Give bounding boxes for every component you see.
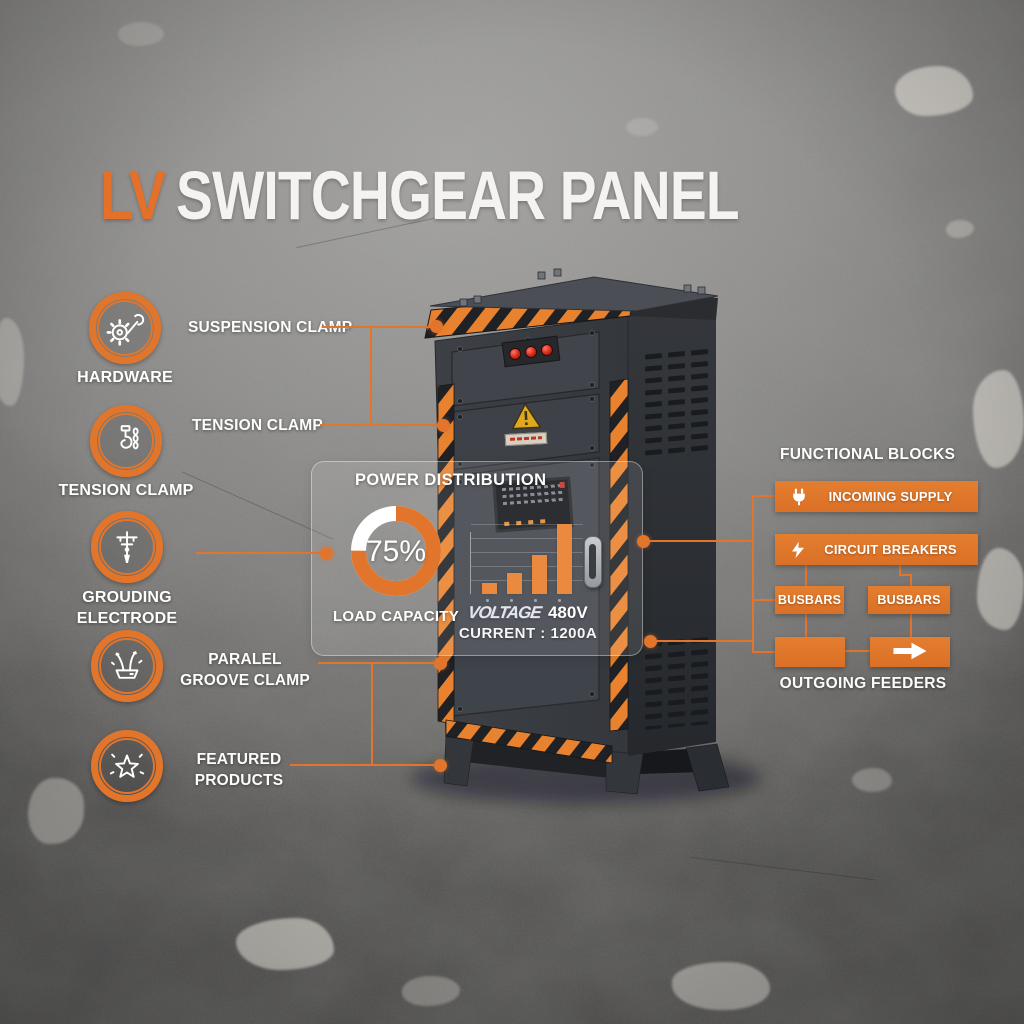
connector-line	[371, 662, 373, 766]
load-percent-value: 75%	[365, 535, 427, 568]
concrete-stain	[672, 962, 770, 1010]
connector-dot	[637, 535, 650, 548]
red-indicator-lamp	[508, 346, 522, 361]
title-highlight: LV	[100, 157, 166, 234]
star-icon	[109, 753, 145, 778]
feature-caption-tension-clamp: TENSION CLAMP	[58, 482, 194, 499]
connector-line	[845, 650, 870, 652]
connector-dot	[430, 320, 443, 333]
block-label: BUSBARS	[777, 593, 842, 607]
groove-clamp-feature-icon	[91, 630, 163, 702]
concrete-stain	[236, 918, 334, 970]
block-label: INCOMING SUPPLY	[828, 489, 953, 504]
hardware-feature-icon	[89, 292, 161, 364]
callout-featured-products: FEATURED PRODUCTS	[194, 751, 284, 789]
concrete-stain	[402, 976, 460, 1006]
red-indicator-lamp	[524, 344, 538, 359]
block-circuit-breakers: CIRCUIT BREAKERS	[775, 534, 978, 565]
connector-dot	[644, 635, 657, 648]
plug-icon	[789, 487, 809, 507]
block-label: CIRCUIT BREAKERS	[824, 542, 957, 557]
block-busbars-right: BUSBARS	[868, 586, 950, 614]
gear-wrench-icon	[106, 313, 145, 346]
parallel-groove-clamp-icon	[110, 651, 143, 679]
warning-triangle-icon	[510, 402, 542, 436]
concrete-stain	[626, 118, 658, 136]
block-outgoing-left	[775, 637, 845, 667]
block-outgoing-arrow	[870, 637, 950, 667]
tension-clamp-feature-icon	[90, 405, 162, 477]
connector-dot	[434, 759, 447, 772]
feature-caption-grounding-electrode: GROUDING ELECTRODE	[76, 589, 178, 627]
connector-line	[652, 640, 754, 642]
outgoing-feeders-label: OUTGOING FEEDERS	[779, 675, 947, 692]
title-text: SWITCHGEAR PANEL	[176, 157, 740, 234]
arrow-right-icon	[892, 642, 928, 663]
warning-label	[504, 431, 548, 447]
concrete-stain	[0, 318, 24, 406]
concrete-stain	[118, 22, 164, 46]
concrete-stain	[946, 220, 974, 238]
functional-blocks-title: FUNCTIONAL BLOCKS	[780, 446, 956, 463]
block-incoming-supply: INCOMING SUPPLY	[775, 481, 978, 512]
concrete-stain	[895, 66, 973, 116]
grounding-electrode-icon	[116, 531, 138, 563]
connector-line	[752, 495, 754, 653]
power-card-title: POWER DISTRIBUTION	[355, 471, 547, 489]
connector-dot	[320, 547, 333, 560]
connector-line	[318, 662, 438, 664]
connector-line	[196, 552, 324, 554]
block-label: BUSBARS	[877, 593, 941, 607]
hook-chain-icon	[120, 425, 139, 450]
connector-line	[370, 326, 372, 426]
block-busbars-left: BUSBARS	[775, 586, 844, 614]
connector-line	[290, 764, 438, 766]
concrete-stain	[973, 370, 1024, 468]
connector-line	[754, 495, 775, 497]
connector-line	[910, 614, 912, 637]
featured-products-feature-icon	[91, 730, 163, 802]
concrete-stain	[852, 768, 892, 792]
connector-dot	[437, 419, 450, 432]
connector-line	[646, 540, 754, 542]
concrete-stain	[28, 778, 84, 844]
connector-line	[805, 565, 807, 586]
connector-line	[754, 651, 775, 653]
concrete-stain	[977, 548, 1024, 630]
load-capacity-label: LOAD CAPACITY	[332, 608, 460, 625]
connector-line	[322, 326, 434, 328]
connector-line	[320, 424, 440, 426]
lightning-bolt-icon	[789, 540, 807, 560]
side-vent-upper	[644, 344, 710, 458]
connector-line	[754, 599, 775, 601]
feature-caption-hardware: HARDWARE	[77, 369, 173, 386]
callout-suspension-clamp: SUSPENSION CLAMP	[188, 319, 353, 336]
connector-line	[805, 614, 807, 637]
grounding-electrode-feature-icon	[91, 511, 163, 583]
connector-dot	[434, 657, 447, 670]
callout-parallel-groove-clamp: PARALEL GROOVE CLAMP	[180, 651, 310, 689]
red-indicator-lamp	[540, 342, 554, 357]
callout-tension-clamp: TENSION CLAMP	[192, 417, 323, 434]
